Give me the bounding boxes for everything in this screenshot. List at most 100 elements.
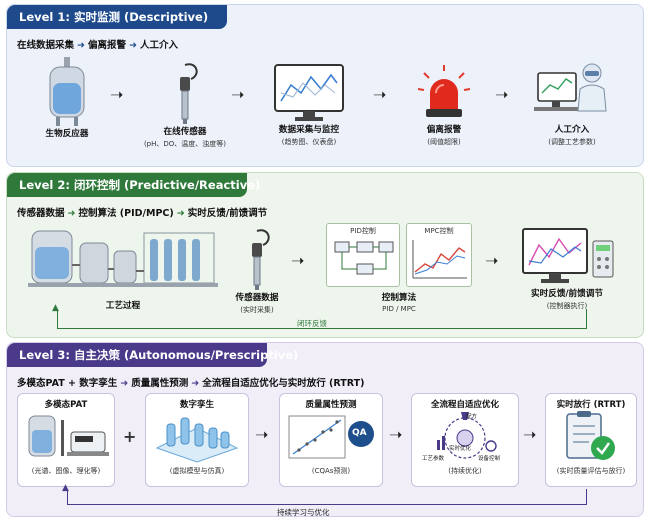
arrow-icon: ➝ xyxy=(110,85,124,104)
opt-label: 配方 xyxy=(466,414,478,420)
flow-arrow-icon: ➜ xyxy=(77,40,85,51)
arrow-icon: ➝ xyxy=(291,251,305,270)
rtrt-sub: (实时质量评估与放行) xyxy=(556,467,626,475)
level3-flow-step: 多模态PAT + 数字孪生 xyxy=(17,378,118,389)
pat-box: 多模态PAT (光谱、图像、理化等) xyxy=(17,393,115,487)
rtrt-caption: 实时放行 (RTRT) xyxy=(556,400,626,410)
optimization-box: 全流程自适应优化 配方 实时优化 工艺参数 设备控制 (持续优化) xyxy=(411,393,519,487)
process-caption: 工艺过程 xyxy=(105,301,141,311)
flow-arrow-icon: ➜ xyxy=(191,378,200,389)
bioreactor-item: 生物反应器 xyxy=(27,57,107,139)
operator-sub: (调整工艺参数) xyxy=(548,138,596,146)
alarm-item: 偏离报警 (阈值超限) xyxy=(399,63,489,147)
monitor-sub: (趋势图、仪表盘) xyxy=(281,138,337,146)
sensor-probe-icon xyxy=(252,229,270,290)
arrow-icon: ➝ xyxy=(495,85,509,104)
sensor-data-item: 传感器数据 (实时采集) xyxy=(217,227,297,315)
pid-block-diagram-icon xyxy=(334,241,394,275)
alarm-light-icon xyxy=(417,65,471,117)
sensor-item: 在线传感器 (pH、DO、温度、浊度等) xyxy=(135,61,235,149)
opt-label: 实时优化 xyxy=(449,446,472,452)
control-algo-caption: 控制算法 xyxy=(381,293,417,303)
feedback-item: 实时反馈/前馈调节 (控制器执行) xyxy=(507,227,627,311)
sensor-data-sub: (实时采集) xyxy=(240,306,274,314)
flow-arrow-icon: ➜ xyxy=(129,40,137,51)
level3-title: Level 3: 自主决策 (Autonomous/Prescriptive) xyxy=(7,343,298,367)
pat-instruments-icon xyxy=(28,415,109,457)
level1-flow: 在线数据采集➜偏离报警➜人工介入 xyxy=(17,37,178,51)
qa-label: QA xyxy=(352,428,367,438)
process-item: 工艺过程 xyxy=(23,225,223,311)
control-algo-item: PID控制 MPC控制 xyxy=(319,223,479,313)
digital-twin-plant-icon xyxy=(155,417,239,463)
pat-sub: (光谱、图像、理化等) xyxy=(31,467,101,475)
level1-panel: Level 1: 实时监测 (Descriptive) 在线数据采集➜偏离报警➜… xyxy=(6,4,644,167)
arrow-icon: ➝ xyxy=(255,425,269,444)
sensor-probe-icon xyxy=(180,63,198,124)
operator-caption: 人工介入 xyxy=(554,125,590,135)
level3-panel: Level 3: 自主决策 (Autonomous/Prescriptive) … xyxy=(6,342,644,517)
operator-item: 人工介入 (调整工艺参数) xyxy=(517,59,627,147)
sensor-sub: (pH、DO、温度、浊度等) xyxy=(143,140,227,148)
optimization-caption: 全流程自适应优化 xyxy=(430,400,499,410)
monitor-item: 数据采集与监控 (趋势图、仪表盘) xyxy=(259,63,359,147)
opt-label: 设备控制 xyxy=(478,456,501,462)
level1-flow-step: 偏离报警 xyxy=(87,40,126,51)
opt-label: 工艺参数 xyxy=(422,456,445,462)
arrow-icon: ➝ xyxy=(523,425,537,444)
bioreactor-caption: 生物反应器 xyxy=(45,129,89,139)
operator-workstation-icon xyxy=(534,63,607,112)
cqa-caption: 质量属性预测 xyxy=(305,400,357,410)
level1-flow-step: 在线数据采集 xyxy=(17,40,75,51)
loop-label: 闭环反馈 xyxy=(297,319,327,328)
level1-flow-step: 人工介入 xyxy=(139,40,178,51)
level3-flow-step: 全流程自适应优化与实时放行 (RTRT) xyxy=(202,378,365,389)
arrow-icon: ➝ xyxy=(389,425,403,444)
sensor-data-caption: 传感器数据 xyxy=(235,293,279,303)
feedback-monitor-icon xyxy=(522,228,614,283)
level1-title: Level 1: 实时监测 (Descriptive) xyxy=(7,5,227,29)
level2-flow: 传感器数据➜控制算法 (PID/MPC)➜实时反馈/前馈调节 xyxy=(17,205,267,219)
digital-twin-caption: 数字孪生 xyxy=(179,400,214,410)
feedback-sub: (控制器执行) xyxy=(546,302,588,310)
level3-flow-step: 质量属性预测 xyxy=(131,378,189,389)
loop-arrow-icon: ▲ xyxy=(52,303,59,313)
flow-arrow-icon: ➜ xyxy=(120,378,129,389)
learning-loop-label: 持续学习与优化 xyxy=(277,508,330,517)
optimization-cycle-icon xyxy=(437,412,497,459)
cqa-scatter-icon xyxy=(288,415,374,459)
pid-label: PID控制 xyxy=(350,227,376,235)
alarm-sub: (阈值超限) xyxy=(427,138,461,146)
bioreactor-icon xyxy=(49,57,85,126)
release-checklist-icon xyxy=(566,411,615,460)
plus-icon: + xyxy=(123,427,137,446)
pid-panel: PID控制 xyxy=(326,223,400,287)
arrow-icon: ➝ xyxy=(373,85,387,104)
mpc-chart-icon xyxy=(412,240,467,279)
monitor-chart-icon xyxy=(274,64,344,121)
loop-arrow-icon: ▲ xyxy=(62,483,69,493)
mpc-label: MPC控制 xyxy=(424,227,454,235)
alarm-caption: 偏离报警 xyxy=(426,125,462,135)
monitor-caption: 数据采集与监控 xyxy=(278,125,340,135)
level2-flow-step: 实时反馈/前馈调节 xyxy=(187,208,268,219)
digital-twin-box: 数字孪生 (虚拟模型与仿真) xyxy=(145,393,249,487)
level2-flow-step: 传感器数据 xyxy=(17,208,65,219)
level2-title: Level 2: 闭环控制 (Predictive/Reactive) xyxy=(7,173,260,197)
level3-flow: 多模态PAT + 数字孪生➜质量属性预测➜全流程自适应优化与实时放行 (RTRT… xyxy=(17,375,364,389)
feedback-caption: 实时反馈/前馈调节 xyxy=(531,289,603,299)
learning-loop-line xyxy=(67,489,587,505)
optimization-sub: (持续优化) xyxy=(448,467,482,475)
control-algo-sub: PID / MPC xyxy=(382,305,416,313)
process-equipment-icon xyxy=(28,230,218,287)
flow-arrow-icon: ➜ xyxy=(176,208,185,219)
arrow-icon: ➝ xyxy=(485,251,499,270)
cqa-sub: (CQAs预测) xyxy=(311,467,351,475)
level2-flow-step: 控制算法 (PID/MPC) xyxy=(78,208,174,219)
sensor-caption: 在线传感器 xyxy=(163,127,207,137)
level2-panel: Level 2: 闭环控制 (Predictive/Reactive) 传感器数… xyxy=(6,172,644,338)
digital-twin-sub: (虚拟模型与仿真) xyxy=(169,467,225,475)
arrow-icon: ➝ xyxy=(231,85,245,104)
mpc-panel: MPC控制 xyxy=(406,223,472,287)
pat-caption: 多模态PAT xyxy=(44,400,88,410)
